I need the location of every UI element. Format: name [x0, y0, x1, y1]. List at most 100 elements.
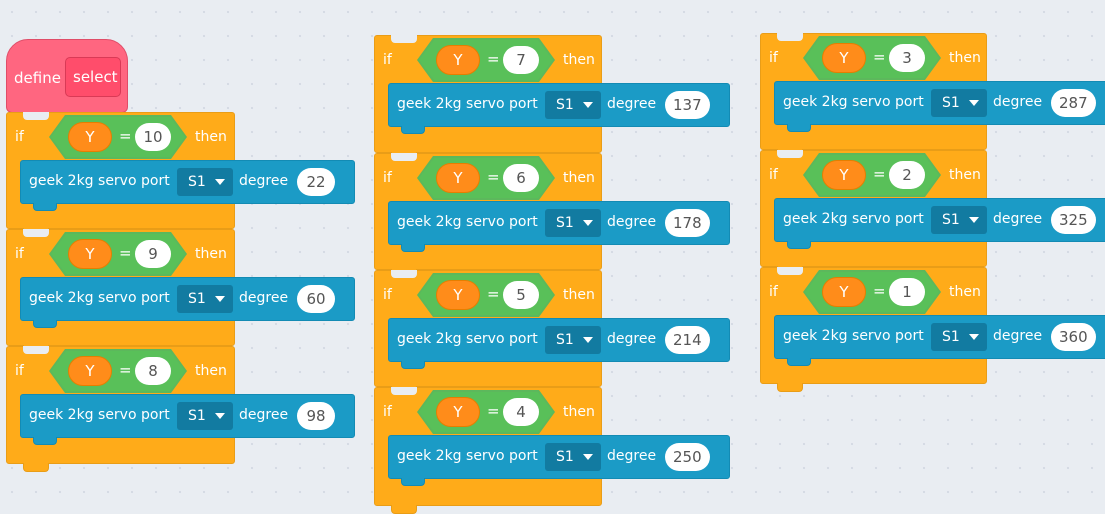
variable-y[interactable]: Y [436, 163, 480, 193]
equals-operator[interactable]: Y=8 [49, 349, 187, 393]
compare-value-input[interactable]: 8 [135, 357, 171, 385]
compare-value-input[interactable]: 1 [889, 278, 925, 306]
degree-input[interactable]: 98 [297, 402, 335, 430]
servo-label: geek 2kg servo port [397, 448, 538, 464]
servo-label: geek 2kg servo port [397, 331, 538, 347]
port-dropdown[interactable]: S1 [177, 402, 233, 430]
block-notch [23, 112, 49, 120]
degree-input[interactable]: 325 [1051, 206, 1096, 234]
compare-value-input[interactable]: 5 [503, 281, 539, 309]
degree-input[interactable]: 250 [665, 443, 710, 471]
degree-label: degree [993, 328, 1043, 344]
servo-block[interactable]: geek 2kg servo port S1 degree 250 [388, 435, 730, 486]
degree-label: degree [607, 448, 657, 464]
servo-label: geek 2kg servo port [783, 328, 924, 344]
equals-sign: = [873, 48, 886, 66]
procedure-name-slot[interactable]: select [65, 57, 121, 97]
compare-value-input[interactable]: 6 [503, 164, 539, 192]
then-keyword: then [949, 50, 981, 66]
equals-operator[interactable]: Y =3 [803, 36, 941, 80]
servo-block[interactable]: geek 2kg servo port S1 degree 360 [774, 315, 1105, 366]
degree-input[interactable]: 287 [1051, 89, 1096, 117]
block-notch [23, 346, 49, 354]
variable-y[interactable]: Y [68, 122, 112, 152]
servo-label: geek 2kg servo port [397, 96, 538, 112]
compare-value-input[interactable]: 4 [503, 398, 539, 426]
port-dropdown[interactable]: S1 [931, 206, 987, 234]
equals-operator[interactable]: Y =10 [49, 115, 187, 159]
degree-input[interactable]: 214 [665, 326, 710, 354]
variable-y[interactable]: Y [822, 160, 866, 190]
port-dropdown[interactable]: S1 [931, 323, 987, 351]
servo-label: geek 2kg servo port [29, 173, 170, 189]
port-dropdown[interactable]: S1 [545, 209, 601, 237]
degree-input[interactable]: 60 [297, 285, 335, 313]
port-dropdown[interactable]: S1 [545, 443, 601, 471]
port-dropdown[interactable]: S1 [545, 326, 601, 354]
compare-value-input[interactable]: 3 [889, 44, 925, 72]
port-dropdown[interactable]: S1 [545, 91, 601, 119]
if-keyword: if [769, 284, 778, 300]
degree-label: degree [993, 94, 1043, 110]
variable-y[interactable]: Y [436, 397, 480, 427]
equals-operator[interactable]: Y=7 [417, 38, 555, 82]
then-keyword: then [563, 287, 595, 303]
degree-input[interactable]: 22 [297, 168, 335, 196]
equals-sign: = [119, 127, 132, 145]
degree-input[interactable]: 178 [665, 209, 710, 237]
servo-block[interactable]: geek 2kg servo port S1 degree 137 [388, 83, 730, 134]
equals-operator[interactable]: Y=4 [417, 390, 555, 434]
procedure-name: select [73, 68, 118, 86]
variable-y[interactable]: Y [68, 239, 112, 269]
then-keyword: then [949, 167, 981, 183]
chevron-down-icon [215, 413, 225, 419]
block-notch [23, 229, 49, 237]
port-dropdown[interactable]: S1 [931, 89, 987, 117]
compare-value-input[interactable]: 7 [503, 46, 539, 74]
compare-value-input[interactable]: 9 [135, 240, 171, 268]
variable-y[interactable]: Y [822, 277, 866, 307]
degree-input[interactable]: 137 [665, 91, 710, 119]
degree-input[interactable]: 360 [1051, 323, 1096, 351]
port-dropdown[interactable]: S1 [177, 168, 233, 196]
if-keyword: if [383, 52, 392, 68]
equals-operator[interactable]: Y=6 [417, 156, 555, 200]
variable-y[interactable]: Y [822, 43, 866, 73]
variable-y[interactable]: Y [68, 356, 112, 386]
if-keyword: if [383, 287, 392, 303]
equals-operator[interactable]: Y=1 [803, 270, 941, 314]
compare-value-input[interactable]: 2 [889, 161, 925, 189]
degree-label: degree [607, 96, 657, 112]
chevron-down-icon [583, 102, 593, 108]
if-keyword: if [383, 404, 392, 420]
equals-operator[interactable]: Y=2 [803, 153, 941, 197]
variable-y[interactable]: Y [436, 280, 480, 310]
compare-value-input[interactable]: 10 [135, 123, 171, 151]
chevron-down-icon [583, 220, 593, 226]
equals-operator[interactable]: Y=5 [417, 273, 555, 317]
degree-label: degree [993, 211, 1043, 227]
port-dropdown[interactable]: S1 [177, 285, 233, 313]
equals-operator[interactable]: Y=9 [49, 232, 187, 276]
variable-y[interactable]: Y [436, 45, 480, 75]
port-value: S1 [188, 174, 206, 190]
then-keyword: then [195, 363, 227, 379]
block-notch [777, 33, 803, 41]
